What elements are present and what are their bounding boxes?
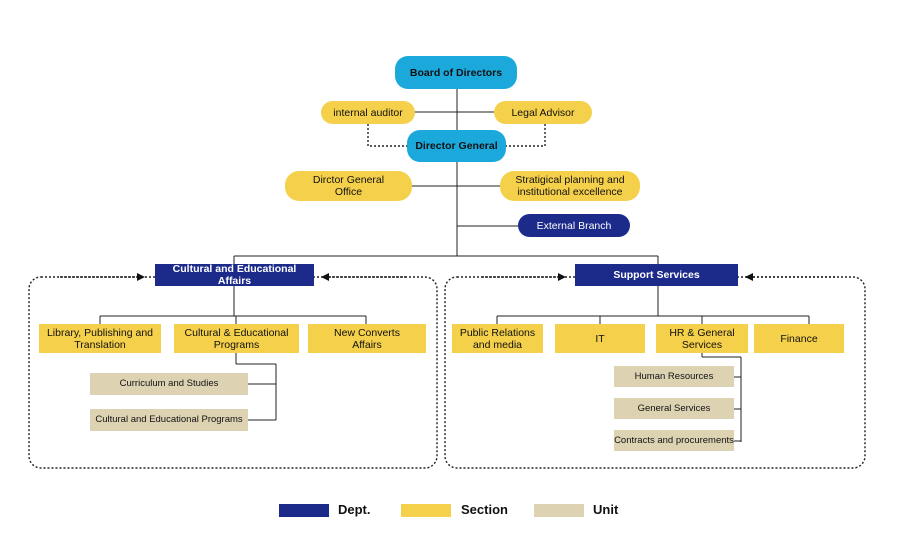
legend-unit-label: Unit	[593, 502, 619, 517]
internal-auditor-node: internal auditor	[321, 101, 415, 124]
director-general-node: Director General	[407, 130, 506, 162]
cultural-programs-unit: Cultural and Educational Programs	[90, 409, 248, 431]
dg-office-node: Dirctor General Office	[285, 171, 412, 201]
human-resources-unit: Human Resources	[614, 366, 734, 387]
legend-dept-swatch	[279, 504, 329, 517]
library-section: Library, Publishing and Translation	[39, 324, 161, 353]
hr-general-section: HR & General Services	[656, 324, 748, 353]
support-services-dept: Support Services	[575, 264, 738, 286]
legend-section-label: Section	[461, 502, 508, 517]
general-services-unit: General Services	[614, 398, 734, 419]
legend-section-swatch	[401, 504, 451, 517]
new-converts-section: New Converts Affairs	[308, 324, 426, 353]
advisor-dotted	[506, 124, 546, 147]
legal-advisor-node: Legal Advisor	[494, 101, 592, 124]
cultural-affairs-dept: Cultural and Educational Affairs	[155, 263, 314, 287]
legend-dept-label: Dept.	[338, 502, 371, 517]
it-section: IT	[555, 324, 645, 353]
finance-section: Finance	[754, 324, 844, 353]
cultural-programs-section: Cultural & Educational Programs	[174, 324, 299, 353]
strategic-planning-node: Stratigical planning and institutional e…	[500, 171, 640, 201]
curriculum-unit: Curriculum and Studies	[90, 373, 248, 395]
auditor-dotted	[367, 124, 407, 147]
legend-unit-swatch	[534, 504, 584, 517]
public-relations-section: Public Relations and media	[452, 324, 543, 353]
external-branch-node: External Branch	[518, 214, 630, 237]
contracts-unit: Contracts and procurements	[614, 430, 734, 451]
board-of-directors-node: Board of Directors	[395, 56, 517, 89]
